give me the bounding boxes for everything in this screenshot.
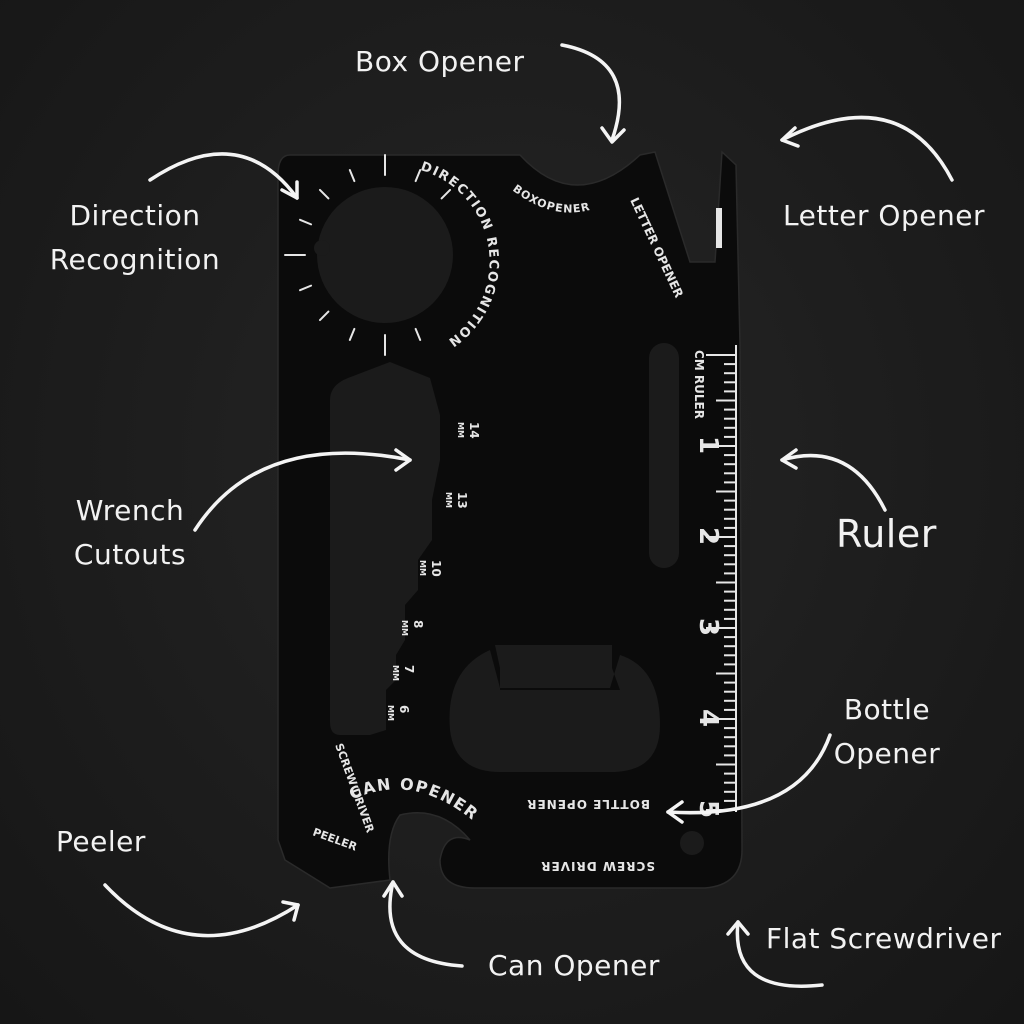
wrench-size-label: 7 [402, 665, 416, 673]
arrow-wrench [193, 448, 412, 532]
compass-tick [299, 284, 313, 292]
wrench-size-label: 10 [429, 560, 443, 577]
compass-tick [440, 188, 452, 200]
wrench-size-label: 14 [467, 422, 481, 439]
ruler-number: 2 [693, 527, 723, 545]
arrow-letter-opener [780, 115, 954, 182]
arrow-bottle-opener [666, 733, 832, 824]
letter-opener-mark [716, 208, 722, 248]
wrench-size-label: 13 [455, 492, 469, 509]
compass-tick [348, 169, 356, 183]
callout-bottle-line1: Bottle [843, 693, 931, 726]
keyring-hole [680, 831, 704, 855]
callout-flat-screwdriver: Flat Screwdriver [766, 922, 1002, 955]
callout-can-opener: Can Opener [488, 949, 660, 982]
arrow-screwdriver [726, 920, 824, 988]
wrench-unit-label: MM [456, 422, 465, 438]
ruler-number: 3 [693, 618, 723, 636]
wrench-unit-label: MM [391, 665, 400, 681]
callout-direction-recognition: Direction Recognition [40, 194, 230, 282]
wrench-unit-label: MM [400, 620, 409, 636]
bottle-opener-cutout [449, 645, 660, 772]
ruler-number: 1 [693, 436, 723, 454]
ruler-number: 4 [693, 709, 723, 727]
callout-wrench-cutouts: Wrench Cutouts [55, 489, 205, 577]
wrench-unit-label: MM [418, 560, 427, 576]
callout-bottle-line2: Opener [833, 737, 941, 770]
cm-ruler-engraving: CM RULER [692, 350, 706, 419]
compass-notch [314, 240, 330, 256]
screw-driver-bottom-engraving: SCREW DRIVER [540, 859, 655, 873]
compass-tick [318, 188, 330, 200]
compass-hole [317, 187, 453, 323]
bottle-opener-engraving: BOTTLE OPENER [526, 797, 650, 811]
wrench-unit-label: MM [444, 492, 453, 508]
callout-letter-opener: Letter Opener [783, 199, 985, 232]
compass-tick [414, 327, 422, 341]
wrench-cutout [330, 362, 440, 735]
callout-direction-line1: Direction [69, 199, 201, 232]
callout-wrench-line1: Wrench [75, 494, 185, 527]
wrench-size-label: 8 [411, 620, 425, 628]
wrench-size-label: 6 [397, 705, 411, 713]
callout-bottle-opener: Bottle Opener [812, 688, 962, 776]
callout-box-opener: Box Opener [355, 45, 525, 78]
arrow-direction [148, 152, 299, 200]
arrow-can-opener [382, 880, 464, 968]
ruler-number: 5 [693, 800, 723, 818]
arrow-peeler [103, 883, 300, 938]
compass-tick [348, 327, 356, 341]
compass-tick [318, 310, 330, 322]
ruler-slot [649, 343, 679, 568]
arrow-box-opener [560, 43, 626, 144]
callout-peeler: Peeler [56, 825, 146, 858]
callout-wrench-line2: Cutouts [73, 538, 187, 571]
callout-ruler: Ruler [836, 512, 937, 556]
compass-tick [414, 169, 422, 183]
callout-direction-line2: Recognition [49, 243, 221, 276]
compass-tick [299, 218, 313, 226]
wrench-unit-label: MM [386, 705, 395, 721]
cm-ruler: 1 2 3 4 5 CM RULER [692, 345, 737, 818]
arrow-ruler [780, 448, 887, 512]
